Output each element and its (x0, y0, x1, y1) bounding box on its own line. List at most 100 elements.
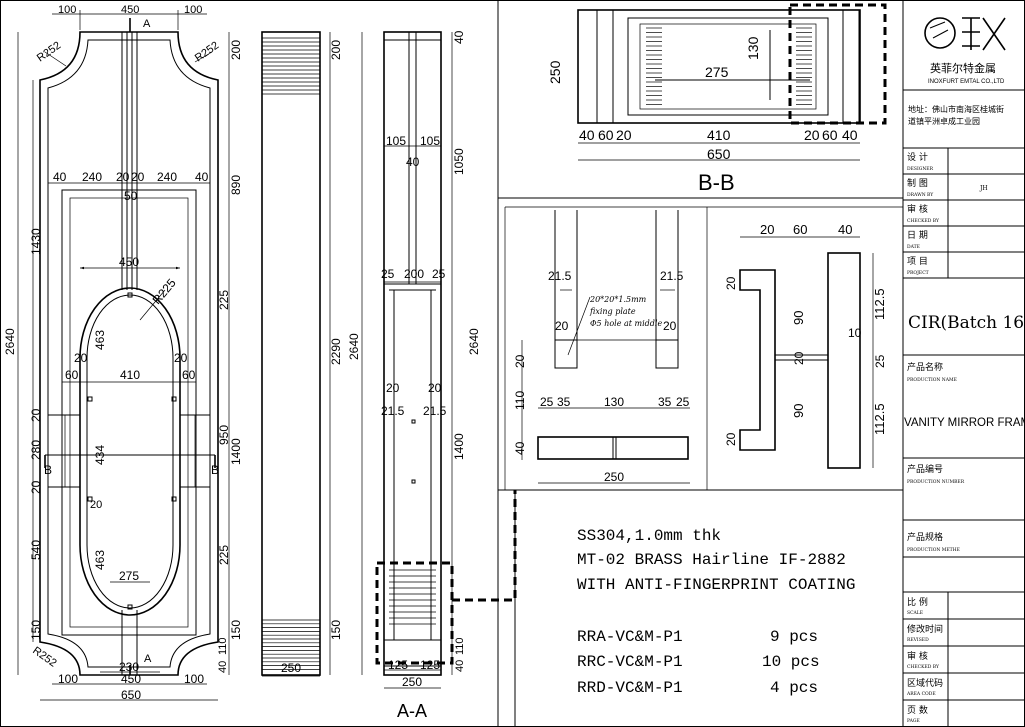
d1-ldim-40: 40 (513, 441, 527, 455)
bb-bdim-20-l: 20 (616, 127, 632, 143)
front-dim-60-r: 60 (182, 368, 196, 382)
aa-rdim-1400: 1400 (452, 433, 466, 460)
item-code-3: RRD-VC&M-P1 (577, 679, 683, 697)
project-name: CIR(Batch 16) (908, 313, 1025, 333)
aa-dim-20-r: 20 (428, 381, 442, 395)
front-dim-20-a: 20 (29, 408, 43, 422)
front-dim-434: 434 (93, 445, 107, 465)
bb-dim-250: 250 (547, 60, 563, 84)
front-radius-arc: R225 (150, 276, 179, 307)
aa-dim-250: 250 (402, 675, 422, 689)
front-dim-450-top: 450 (121, 4, 139, 16)
side-width: 250 (281, 661, 301, 675)
aa-dim-40: 40 (406, 155, 420, 169)
bb-bdim-410: 410 (707, 127, 731, 143)
spec-line-3: WITH ANTI-FINGERPRINT COATING (577, 576, 855, 594)
front-row-20-l: 20 (116, 170, 130, 184)
tb-row-label-en-1: DRAWN BY (907, 192, 934, 198)
item-qty-1: 9 pcs (770, 628, 818, 646)
tb-row-label-cn-1: 制 图 (907, 177, 928, 189)
section-mark-b-right: B (211, 463, 219, 477)
aa-dim-215-l: 21.5 (381, 404, 405, 418)
tb-row-label-cn-2: 审 核 (907, 203, 928, 215)
front-dim-450-mid: 450 (119, 255, 139, 269)
aa-dim-25-l: 25 (381, 267, 395, 281)
d1-rdim-35-l: 35 (557, 395, 571, 409)
front-dim-20-b: 20 (29, 480, 43, 494)
section-aa-view: 105 105 40 25 200 25 20 20 21.5 21.5 264… (347, 30, 517, 721)
front-row-20-r: 20 (131, 170, 145, 184)
aa-dim-105-l: 105 (386, 134, 406, 148)
tb-row-label-en-4: PROJECT (907, 270, 929, 276)
aa-dim-125-l: 125 (388, 658, 408, 672)
tb-row-label-cn-3: 日 期 (907, 230, 928, 241)
front-overall-height: 2640 (3, 328, 17, 355)
aa-rdim-40b: 40 (454, 660, 466, 672)
section-aa-label: A-A (397, 701, 427, 721)
d2-rdim-25: 25 (873, 354, 887, 368)
tb-bottom-label-en-4: PAGE (907, 718, 920, 724)
title-block: 英菲尔特金属 INOXFURT EMTAL CO.,LTD 地址：佛山市南海区桂… (902, 0, 1025, 727)
product-spec-label-cn: 产品规格 (907, 531, 943, 543)
front-rdim-225-b: 225 (217, 545, 231, 565)
front-dim-150: 150 (29, 620, 43, 640)
aa-dim-125-r: 125 (420, 658, 440, 672)
front-row-40-r: 40 (195, 170, 209, 184)
spec-line-1: SS304,1.0mm thk (577, 527, 721, 545)
front-dim-463-top: 463 (93, 330, 107, 350)
front-dim-50: 50 (124, 189, 138, 203)
front-radius-tl: R252 (35, 40, 63, 65)
product-name-label-cn: 产品名称 (907, 361, 943, 373)
tb-row-label-en-0: DESIGNER (907, 166, 934, 172)
d1-rdim-35-r: 35 (658, 395, 672, 409)
tb-bottom-label-cn-4: 页 数 (907, 704, 928, 716)
d1-rdim-130: 130 (604, 395, 624, 409)
front-rdim-225-a: 225 (217, 290, 231, 310)
d2-tdim-40: 40 (838, 222, 852, 237)
front-overall-width: 650 (121, 688, 141, 702)
front-dim-275: 275 (119, 569, 139, 583)
tb-row-label-en-2: CHECKED BY (907, 218, 940, 224)
front-rdim-200: 200 (229, 40, 243, 60)
front-upper-height: 1430 (29, 228, 43, 255)
front-rdim-150: 150 (229, 620, 243, 640)
side-dim-150: 150 (329, 620, 343, 640)
d1-dim-20-r: 20 (663, 319, 677, 333)
front-dim-280: 280 (29, 440, 43, 460)
tb-bottom-label-en-1: REVISED (907, 637, 929, 643)
aa-rdim-2640: 2640 (467, 328, 481, 355)
bb-bdim-40-l: 40 (579, 127, 595, 143)
d2-ldim-20-b: 20 (792, 351, 806, 365)
bb-dim-130: 130 (745, 36, 761, 60)
front-view: 100 450 100 A R252 R252 2640 1430 20 280… (3, 4, 243, 702)
bb-bdim-20-r: 20 (804, 127, 820, 143)
front-dim-20-right: 20 (174, 351, 188, 365)
front-dim-60-l: 60 (65, 368, 79, 382)
side-dim-2290: 2290 (329, 338, 343, 365)
front-dim-410: 410 (120, 368, 140, 382)
front-bdim-100-l: 100 (58, 672, 78, 686)
item-qty-3: 4 pcs (770, 679, 818, 697)
section-mark-a-top: A (143, 18, 151, 30)
tb-bottom-label-en-2: CHECKED BY (907, 664, 940, 670)
aa-rdim-1050: 1050 (452, 148, 466, 175)
front-dim-463-bot: 463 (93, 550, 107, 570)
product-number-label-cn: 产品编号 (907, 463, 943, 475)
d2-dim-10: 10 (848, 326, 862, 340)
product-number-label-en: PRODUCTION NUMBER (907, 479, 965, 485)
aa-rdim-40: 40 (452, 30, 466, 44)
item-qty-2: 10 pcs (762, 653, 820, 671)
company-logo (924, 17, 1006, 51)
front-rdim-40: 40 (217, 661, 229, 673)
d1-dim-20-l: 20 (555, 319, 569, 333)
bb-bdim-40-r: 40 (842, 127, 858, 143)
d2-ldim-90-a: 90 (791, 311, 806, 325)
item-code-1: RRA-VC&M-P1 (577, 628, 683, 646)
d1-note-2: fixing plate (589, 307, 636, 316)
section-mark-b-left: B (44, 463, 52, 477)
aa-overall: 2640 (347, 333, 361, 360)
d2-rdim-1125-a: 112.5 (872, 288, 887, 320)
detail-1-view: 21.5 21.5 20 20 20*20*1.5mm fixing plate… (513, 210, 690, 484)
d2-tdim-60: 60 (793, 222, 807, 237)
